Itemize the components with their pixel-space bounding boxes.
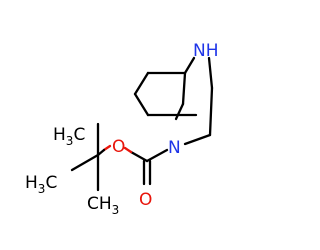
tert-butyl-bonds [70, 122, 100, 192]
methyl-left-label: H3C [25, 173, 57, 196]
bond-ester-o-side [123, 146, 133, 154]
methyl-bottom-h: H [99, 194, 112, 214]
methyl-top-sub: 3 [66, 134, 74, 148]
methyl-left-sub: 3 [38, 182, 46, 196]
bond-bridgehead-top-to-nh [183, 56, 196, 75]
methyl-bottom-sub: 3 [112, 203, 120, 217]
methyl-left-c: C [45, 173, 57, 193]
atom-labels: NH N O O H3C H3C CH3 [25, 41, 219, 217]
methyl-top-h: H [53, 125, 66, 145]
methyl-top-label: H3C [53, 125, 85, 148]
bond-n-to-carbonyl [145, 148, 169, 163]
nh-label: NH [193, 41, 219, 61]
ester-o-label: O [112, 137, 125, 157]
n-label: N [168, 138, 181, 158]
bond-carbonyl-c-ester-o [129, 150, 149, 163]
methyl-bottom-label: CH3 [87, 194, 119, 217]
methyl-bottom-c: C [87, 194, 99, 214]
bond-nh-to-bridgehead-right [207, 56, 214, 90]
bond-bridgehead-right-down [208, 86, 214, 137]
bond-ester-o-to-quaternary [102, 144, 112, 152]
bond-c2-to-n [183, 133, 212, 146]
structure-svg: NH N O O H3C H3C CH3 [25, 41, 219, 217]
ring-bonds [133, 56, 214, 146]
methyl-top-c: C [73, 125, 85, 145]
bond-ring-left-lower [133, 92, 150, 117]
carbonyl-o-label: O [139, 190, 152, 210]
carbamate-bonds [96, 144, 169, 186]
bond-quaternary-to-left-methyl [70, 153, 100, 172]
bond-bridgehead-top-down [181, 71, 187, 106]
molecule-diagram: NH N O O H3C H3C CH3 [25, 41, 219, 217]
bond-c1-to-n [174, 102, 185, 121]
bond-ring-left-upper [133, 71, 150, 96]
methyl-left-h: H [25, 173, 38, 193]
